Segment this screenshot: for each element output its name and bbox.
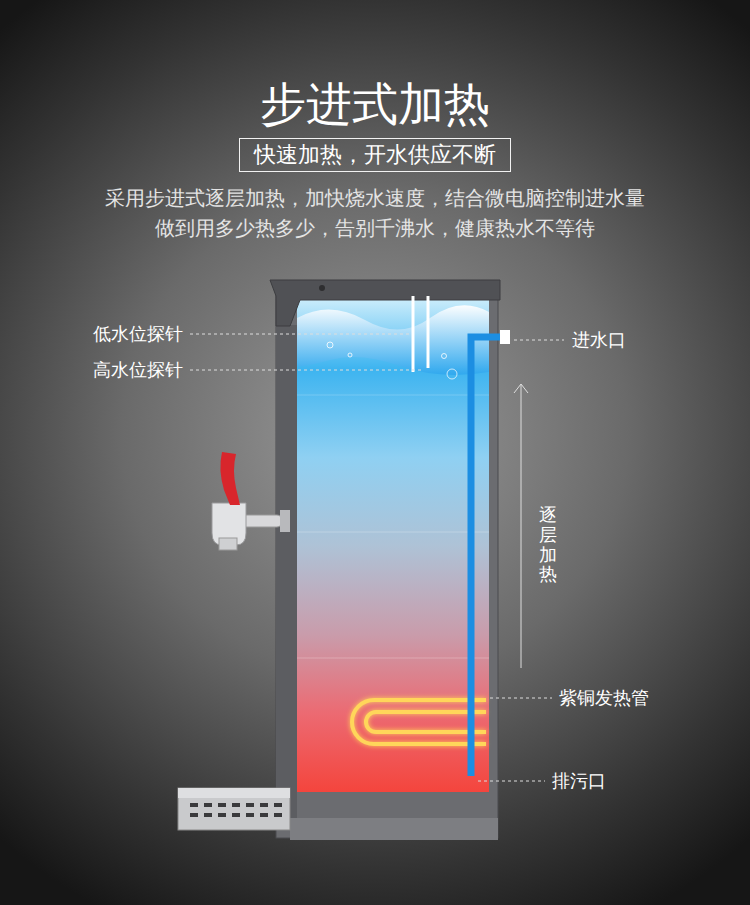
part-label: 高水位探针 bbox=[93, 359, 183, 381]
low-probe bbox=[412, 296, 415, 372]
process-label: 逐层加热 bbox=[539, 505, 557, 584]
title: 步进式加热 bbox=[260, 74, 490, 136]
tap-spout bbox=[219, 538, 237, 550]
bubble bbox=[442, 354, 447, 359]
heating-arrowhead bbox=[514, 384, 528, 393]
layer-line bbox=[297, 658, 489, 659]
housing-base bbox=[290, 818, 498, 840]
housing-side bbox=[276, 325, 297, 825]
leader-lines bbox=[190, 334, 564, 781]
part-label: 排污口 bbox=[552, 770, 606, 792]
part-label: 低水位探针 bbox=[93, 323, 183, 345]
high-probe bbox=[427, 296, 430, 368]
description: 采用步进式逐层加热，加快烧水速度，结合微电脑控制进水量 做到用多少热多少，告别千… bbox=[100, 183, 650, 243]
part-label: 紫铜发热管 bbox=[559, 687, 649, 709]
tap-handle bbox=[220, 452, 240, 505]
water-wave bbox=[297, 305, 489, 375]
drip-tray-grid bbox=[190, 803, 282, 817]
drip-tray bbox=[178, 788, 290, 830]
water-tank bbox=[297, 300, 489, 792]
inlet-port bbox=[500, 330, 510, 344]
bubble bbox=[348, 353, 352, 357]
inlet-pipe bbox=[471, 337, 502, 776]
subtitle-box: 快速加热，开水供应不断 bbox=[239, 138, 511, 172]
heating-arrow bbox=[521, 384, 522, 668]
part-label: 进水口 bbox=[572, 329, 626, 351]
copper-heater bbox=[352, 700, 486, 744]
lid-screw bbox=[319, 285, 325, 291]
drip-tray-lip bbox=[178, 788, 290, 798]
subtitle-text: 快速加热，开水供应不断 bbox=[240, 139, 510, 171]
bubble bbox=[447, 369, 457, 379]
housing bbox=[276, 290, 498, 838]
tap-mount bbox=[280, 510, 290, 532]
lid bbox=[270, 280, 500, 326]
layer-line bbox=[297, 395, 489, 396]
layer-line bbox=[297, 532, 489, 533]
bubble bbox=[327, 342, 333, 348]
